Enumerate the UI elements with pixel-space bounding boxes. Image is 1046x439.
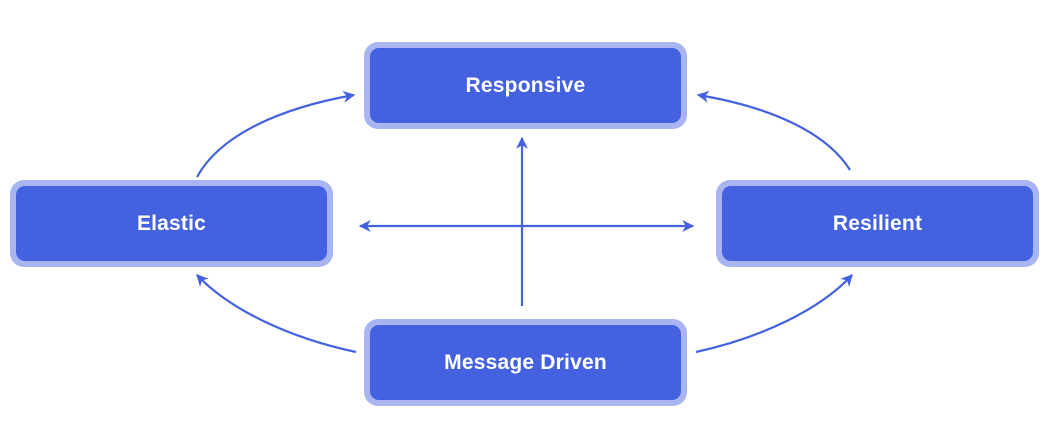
node-responsive-label: Responsive	[370, 48, 681, 123]
arrow-message-to-resilient	[695, 274, 853, 354]
arrow-elastic-to-responsive	[196, 90, 356, 178]
arrow-message-to-elastic	[196, 274, 357, 354]
node-message-driven: Message Driven	[364, 319, 687, 406]
node-elastic-label: Elastic	[16, 186, 327, 261]
node-elastic: Elastic	[10, 180, 333, 267]
arrow-resilient-to-responsive	[696, 90, 851, 171]
node-resilient-label: Resilient	[722, 186, 1033, 261]
node-message-driven-label: Message Driven	[370, 325, 681, 400]
node-resilient: Resilient	[716, 180, 1039, 267]
node-responsive: Responsive	[364, 42, 687, 129]
